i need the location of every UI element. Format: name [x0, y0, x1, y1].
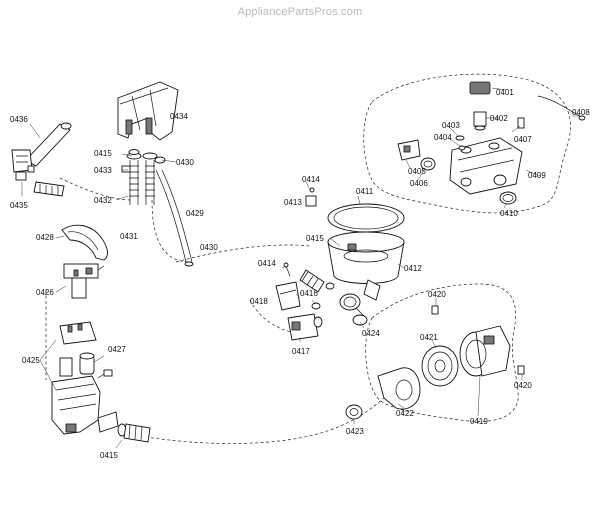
part-0429-hose — [155, 169, 194, 267]
part-0423-seal — [345, 404, 363, 420]
part-0411-filter-ring — [327, 203, 405, 233]
callout-0430-top: 0430 — [176, 158, 194, 167]
watermark: AppliancePartsPros.com — [237, 6, 363, 18]
part-0419-motor — [459, 325, 511, 377]
part-0426-sensor — [63, 263, 105, 299]
callout-0424: 0424 — [362, 329, 380, 338]
part-0432-hose-segment — [33, 181, 65, 197]
callout-0421: 0421 — [420, 333, 438, 342]
callout-0418: 0418 — [250, 297, 268, 306]
part-0410-clamp — [499, 191, 517, 205]
part-0416-screw — [311, 302, 321, 310]
part-0415-center-hose — [299, 269, 335, 293]
callout-0420-top: 0420 — [428, 290, 446, 299]
part-0420-clip-top — [431, 305, 439, 315]
callout-labels: 0401 0402 0403 0404 0405 0406 0407 0408 … — [10, 88, 590, 460]
callout-0422: 0422 — [396, 409, 414, 418]
callout-0429: 0429 — [186, 209, 204, 218]
callout-0407: 0407 — [514, 135, 532, 144]
callout-0430-mid: 0430 — [200, 243, 218, 252]
callout-0427: 0427 — [108, 345, 126, 354]
callout-0415-center: 0415 — [306, 234, 324, 243]
part-0418-bracket — [275, 281, 301, 311]
part-0414-screw-left — [283, 262, 291, 277]
part-0433-clip — [121, 165, 131, 173]
leader-lines — [21, 87, 580, 449]
callout-0412: 0412 — [404, 264, 422, 273]
hose-path-upper — [151, 199, 191, 263]
callout-0410: 0410 — [500, 209, 518, 218]
part-0434-bracket — [117, 81, 179, 141]
part-0422-pump-volute — [377, 367, 421, 410]
part-0413-clip — [305, 187, 317, 207]
part-0425-housing — [51, 321, 119, 435]
part-0409-heater — [449, 137, 523, 195]
callout-0413: 0413 — [284, 198, 302, 207]
callout-0408: 0408 — [572, 108, 590, 117]
part-0415-drain-hose — [117, 423, 151, 443]
callout-0416: 0416 — [300, 289, 318, 298]
callout-0434: 0434 — [170, 112, 188, 121]
part-0401-block — [469, 81, 491, 95]
hose-path-main — [175, 244, 311, 263]
callout-0425: 0425 — [22, 356, 40, 365]
callout-0426: 0426 — [36, 288, 54, 297]
part-0404-grommet — [458, 145, 466, 151]
part-0407-clip — [517, 117, 525, 129]
callout-0423: 0423 — [346, 427, 364, 436]
callout-0403: 0403 — [442, 121, 460, 130]
callout-0435: 0435 — [10, 201, 28, 210]
callout-0409: 0409 — [528, 171, 546, 180]
part-0421-impeller-housing — [421, 345, 459, 387]
part-0406-seal — [420, 157, 436, 171]
part-0427-cap — [79, 352, 95, 375]
callout-0411: 0411 — [356, 187, 374, 196]
callout-0402: 0402 — [490, 114, 508, 123]
part-0408-wire — [537, 95, 586, 121]
group-outline-pump — [365, 283, 519, 422]
part-0405-switch — [397, 139, 421, 161]
part-0417-valve — [287, 313, 323, 341]
group-outline-heater — [363, 73, 571, 214]
part-0430-ring — [154, 156, 166, 164]
callout-0415-bottom: 0415 — [100, 451, 118, 460]
callout-0405: 0405 — [408, 167, 426, 176]
part-0403-grommet — [455, 135, 465, 141]
callout-0404: 0404 — [434, 133, 452, 142]
part-0435-clamp — [15, 165, 35, 181]
part-0412-sump — [327, 231, 405, 301]
part-0402-sensor — [473, 111, 487, 131]
callout-0436: 0436 — [10, 115, 28, 124]
wire-path-mid — [249, 299, 293, 333]
callout-0401: 0401 — [496, 88, 514, 97]
callout-0414-left: 0414 — [258, 259, 276, 268]
callout-0406: 0406 — [410, 179, 428, 188]
callout-0433: 0433 — [94, 166, 112, 175]
part-0428-cover — [61, 224, 108, 261]
hose-path-inlet — [59, 177, 131, 201]
callout-0428: 0428 — [36, 233, 54, 242]
part-0431-spring-hose — [126, 152, 158, 205]
callout-0417: 0417 — [292, 347, 310, 356]
callout-0419: 0419 — [470, 417, 488, 426]
part-0427-clip — [97, 369, 113, 379]
callout-0414-top: 0414 — [302, 175, 320, 184]
callout-0415-top: 0415 — [94, 149, 112, 158]
part-0436-elbow-hose — [11, 122, 72, 173]
part-0415-ring-top — [128, 149, 140, 155]
callout-0420-bottom: 0420 — [514, 381, 532, 390]
callout-0431: 0431 — [120, 232, 138, 241]
callout-0432: 0432 — [94, 196, 112, 205]
part-0424-seal — [339, 293, 368, 326]
part-0420-clip-bottom — [517, 365, 525, 375]
